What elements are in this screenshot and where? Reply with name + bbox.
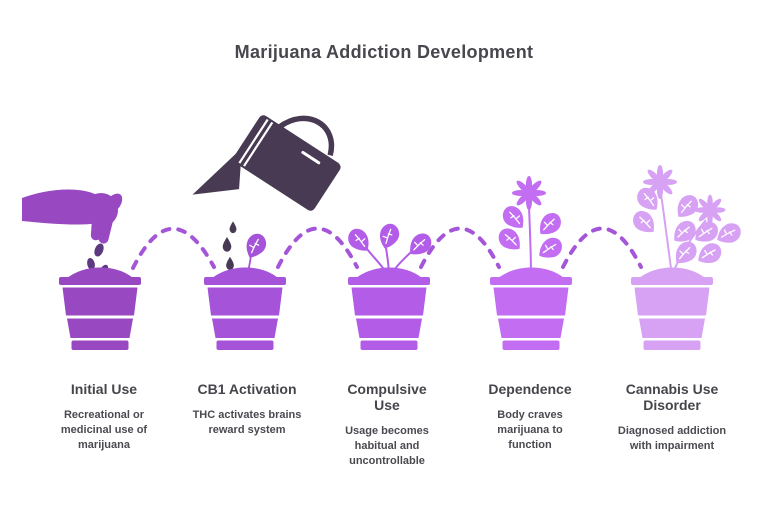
hand-icon xyxy=(22,189,123,244)
plant-5-leaves-icon xyxy=(630,164,745,270)
pot-4-icon xyxy=(490,267,572,350)
stage-desc-line: Recreational or xyxy=(63,409,145,421)
stage-desc-line: marijuana to xyxy=(497,424,563,436)
stage-title: Compulsive Use xyxy=(322,381,452,413)
stage-desc-line: Usage becomes xyxy=(345,425,429,437)
stage-title-line: CB1 Activation xyxy=(197,381,297,397)
stage-desc-line: medicinal use of xyxy=(60,424,148,436)
stage-label-dependence: Dependence Body craves marijuana to func… xyxy=(465,381,595,453)
stage-title-line: Initial Use xyxy=(70,381,138,397)
arc-4-5 xyxy=(561,226,643,269)
pot-1-icon xyxy=(59,267,141,350)
connector-arcs xyxy=(131,226,643,270)
sprout-icon xyxy=(244,232,269,259)
stage-desc-line: with impairment xyxy=(629,440,715,452)
stage-description: Diagnosed addiction with impairment xyxy=(607,424,737,454)
pot-3-icon xyxy=(348,267,430,350)
stage-label-initial-use: Initial Use Recreational or medicinal us… xyxy=(39,381,169,453)
pot-2-icon xyxy=(204,267,286,350)
stage-description: Usage becomes habitual and uncontrollabl… xyxy=(322,424,452,469)
stage-desc-line: THC activates brains xyxy=(192,409,302,421)
page-title: Marijuana Addiction Development xyxy=(234,42,534,62)
stage-title-line: Dependence xyxy=(488,381,572,397)
stage-title-line: Use xyxy=(374,397,400,413)
watering-can-icon xyxy=(192,115,341,211)
stage-label-cb1-activation: CB1 Activation THC activates brains rewa… xyxy=(182,381,312,438)
stage-label-compulsive-use: Compulsive Use Usage becomes habitual an… xyxy=(322,381,452,469)
stage-description: Recreational or medicinal use of marijua… xyxy=(39,408,169,453)
stage-desc-line: habitual and xyxy=(354,440,420,452)
plant-4-stem xyxy=(528,206,532,278)
stage-title: Cannabis Use Disorder xyxy=(607,381,737,413)
stage-desc-line: Diagnosed addiction xyxy=(617,425,727,437)
stage-desc-line: Body craves xyxy=(497,409,563,421)
stage-label-cannabis-use-disorder: Cannabis Use Disorder Diagnosed addictio… xyxy=(607,381,737,454)
stage-title-line: Cannabis Use xyxy=(625,381,719,397)
pot-5-icon xyxy=(631,267,713,350)
stage-desc-line: marijuana xyxy=(78,439,130,451)
stage-desc-line: reward system xyxy=(208,424,286,436)
stage-title-line: Disorder xyxy=(643,397,701,413)
stage-title: Dependence xyxy=(465,381,595,397)
arc-1-2 xyxy=(131,226,216,270)
arc-3-4 xyxy=(419,226,501,269)
stage-desc-line: uncontrollable xyxy=(349,455,425,467)
arc-2-3 xyxy=(276,226,359,269)
water-drops-icon xyxy=(222,221,237,270)
stage-desc-line: function xyxy=(508,439,552,451)
stage-title-line: Compulsive xyxy=(347,381,427,397)
stage-description: THC activates brains reward system xyxy=(182,408,312,438)
stage-title: Initial Use xyxy=(39,381,169,397)
plant-3-leaves-icon xyxy=(346,221,434,259)
stage-title: CB1 Activation xyxy=(182,381,312,397)
stage-description: Body craves marijuana to function xyxy=(465,408,595,453)
